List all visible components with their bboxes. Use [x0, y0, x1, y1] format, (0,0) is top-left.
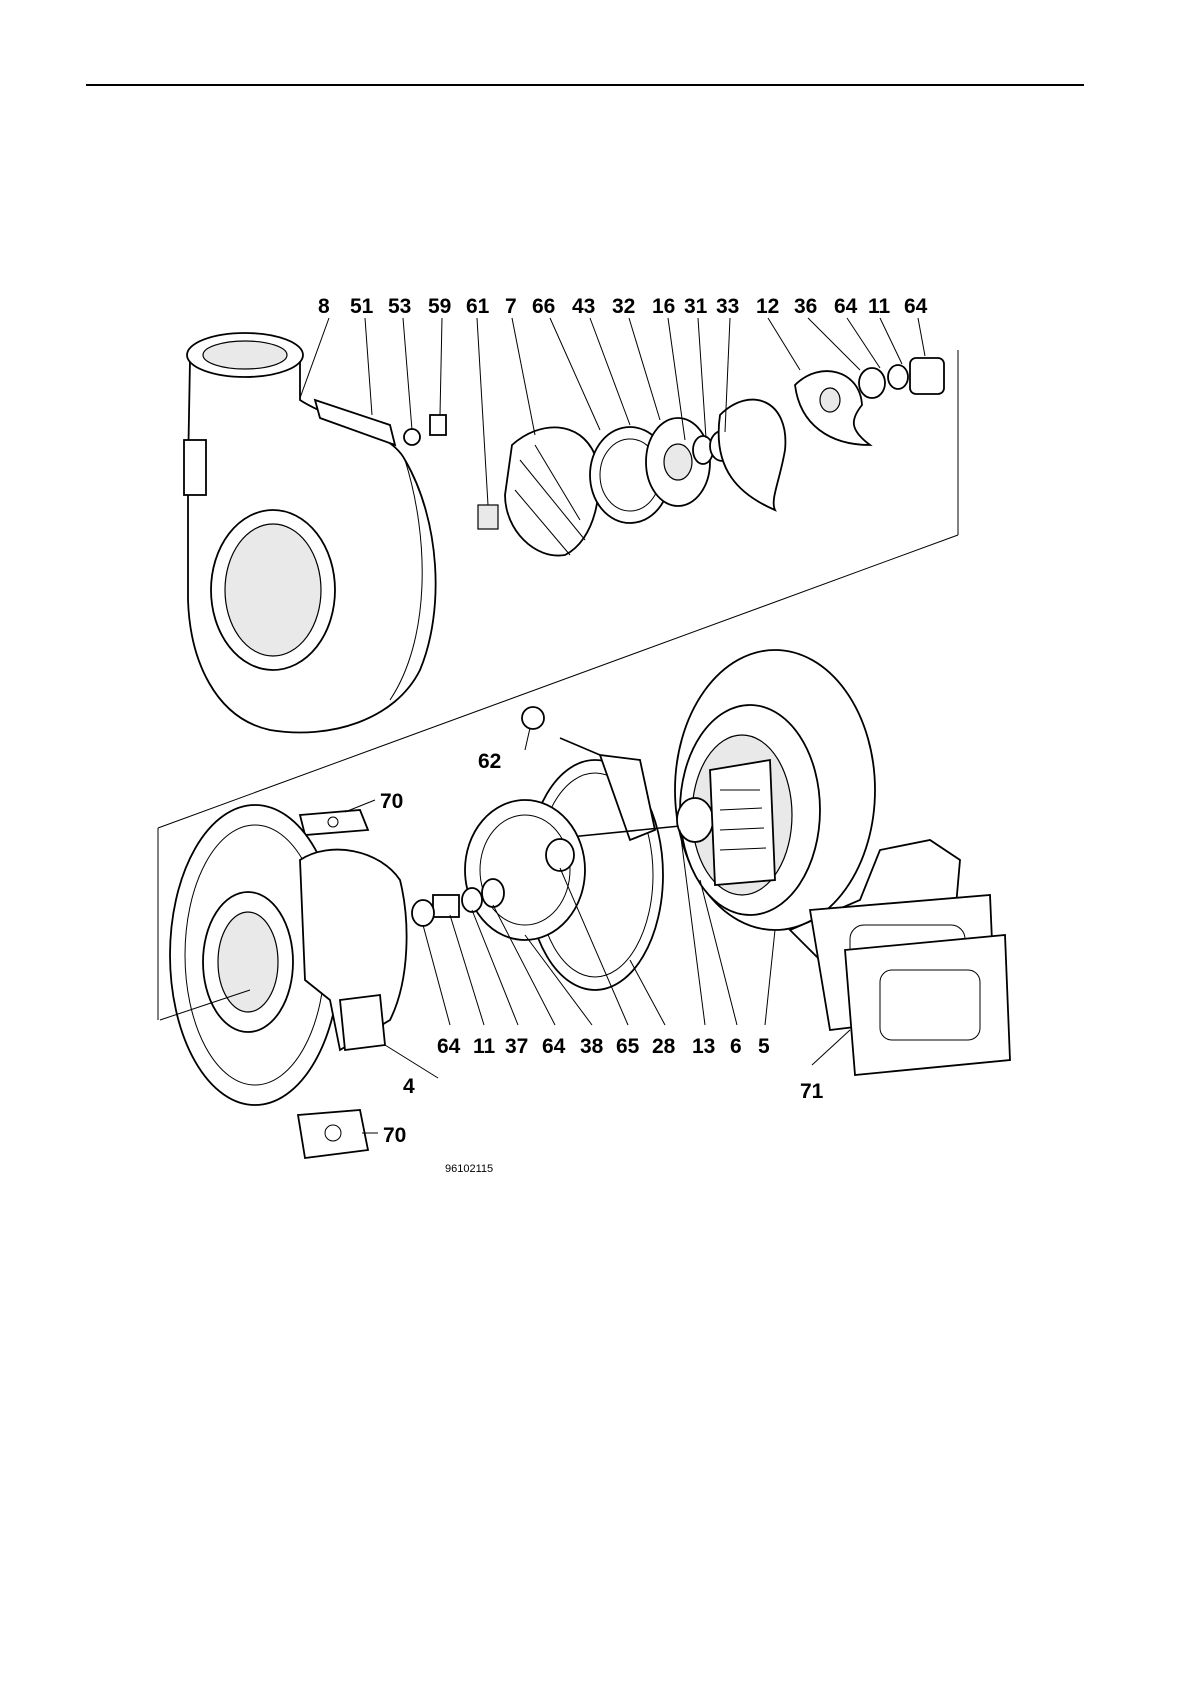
bottom-callouts: 64 11 37 64 38 65 28 13 6 5 — [437, 1035, 770, 1058]
callout-top: 64 — [904, 295, 928, 318]
callout-top: 8 — [318, 295, 330, 318]
callout-62: 62 — [478, 750, 501, 773]
callout-top: 7 — [505, 295, 517, 318]
callout-top: 53 — [388, 295, 411, 318]
callout-bottom: 6 — [730, 1035, 742, 1058]
callout-top: 36 — [794, 295, 817, 318]
callout-top: 51 — [350, 295, 374, 318]
callout-top: 12 — [756, 295, 779, 318]
callout-bottom: 11 — [473, 1035, 496, 1058]
callout-top: 11 — [868, 295, 891, 318]
compressor-housing — [184, 333, 436, 733]
bearing-housing — [160, 805, 407, 1105]
callout-top: 32 — [612, 295, 635, 318]
callout-top: 33 — [716, 295, 739, 318]
callout-bottom: 65 — [616, 1035, 640, 1058]
callout-bottom: 5 — [758, 1035, 770, 1058]
drawing-number: 96102115 — [445, 1163, 493, 1175]
callout-bottom: 37 — [505, 1035, 528, 1058]
callout-top: 61 — [466, 295, 490, 318]
callout-top: 64 — [834, 295, 858, 318]
callout-bottom: 13 — [692, 1035, 715, 1058]
callout-70-upper: 70 — [380, 790, 403, 813]
callout-top: 43 — [572, 295, 595, 318]
callout-top: 31 — [684, 295, 708, 318]
callout-bottom: 64 — [437, 1035, 461, 1058]
callout-bottom: 28 — [652, 1035, 676, 1058]
callout-top: 66 — [532, 295, 555, 318]
gasket-70-lower — [298, 1110, 368, 1158]
callout-top: 59 — [428, 295, 451, 318]
callout-71: 71 — [800, 1080, 824, 1103]
callout-bottom: 38 — [580, 1035, 604, 1058]
callout-bottom: 64 — [542, 1035, 566, 1058]
callout-4: 4 — [403, 1075, 415, 1098]
callout-top: 16 — [652, 295, 675, 318]
callout-70-lower: 70 — [383, 1124, 406, 1147]
top-callouts: 8 51 53 59 61 7 66 43 32 16 31 33 12 36 … — [318, 295, 928, 318]
